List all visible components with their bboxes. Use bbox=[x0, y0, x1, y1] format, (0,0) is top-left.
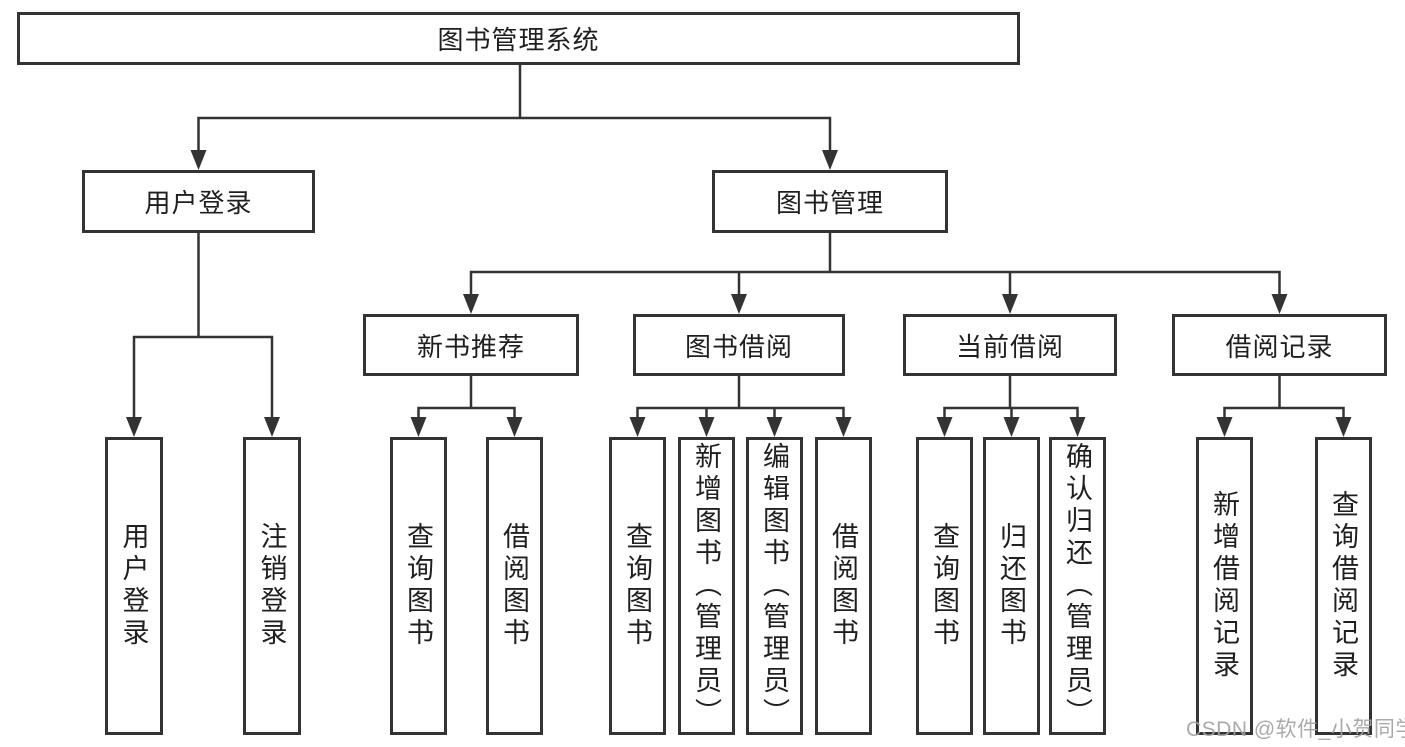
root-label: 图书管理系统 bbox=[437, 25, 600, 55]
leaf-cb-query-books: 查询图书 bbox=[916, 437, 973, 735]
leaf-label: 借阅图书 bbox=[499, 522, 529, 650]
leaf-nb-borrow-books: 借阅图书 bbox=[486, 437, 543, 735]
leaf-bb-query-books: 查询图书 bbox=[609, 437, 666, 735]
leaf-nb-query-books: 查询图书 bbox=[390, 437, 447, 735]
branch-label: 图书管理 bbox=[775, 188, 884, 218]
leaf-label: 查询图书 bbox=[929, 522, 959, 650]
leaf-cb-return-books: 归还图书 bbox=[983, 437, 1040, 735]
node-book-borrow: 图书借阅 bbox=[633, 314, 845, 376]
leaf-bb-edit-books-admin: 编辑图书（管理员） bbox=[746, 437, 803, 735]
leaf-label: 新增借阅记录 bbox=[1209, 490, 1239, 682]
leaf-label: 查询图书 bbox=[403, 522, 433, 650]
leaf-cb-confirm-return-admin: 确认归还（管理员） bbox=[1049, 437, 1106, 735]
leaf-label: 借阅图书 bbox=[828, 522, 858, 650]
leaf-label: 新增图书（管理员） bbox=[691, 442, 721, 730]
branch-label: 用户登录 bbox=[144, 188, 253, 218]
leaf-label: 查询借阅记录 bbox=[1328, 490, 1358, 682]
node-book-management: 图书管理 bbox=[712, 170, 948, 233]
leaf-label: 归还图书 bbox=[996, 522, 1026, 650]
leaf-bb-add-books-admin: 新增图书（管理员） bbox=[678, 437, 735, 735]
node-new-book-recommend: 新书推荐 bbox=[363, 314, 579, 376]
node-user-login: 用户登录 bbox=[82, 170, 315, 233]
node-root-library-system: 图书管理系统 bbox=[17, 12, 1020, 65]
leaf-bb-borrow-books: 借阅图书 bbox=[815, 437, 872, 735]
section-label: 当前借阅 bbox=[955, 331, 1064, 362]
node-current-borrow: 当前借阅 bbox=[903, 314, 1117, 376]
section-label: 新书推荐 bbox=[416, 331, 525, 362]
leaf-user-login: 用户登录 bbox=[105, 437, 163, 735]
leaf-label: 确认归还（管理员） bbox=[1062, 442, 1092, 730]
leaf-br-query-record: 查询借阅记录 bbox=[1315, 437, 1372, 735]
leaf-label: 查询图书 bbox=[622, 522, 652, 650]
section-label: 借阅记录 bbox=[1225, 331, 1334, 362]
section-label: 图书借阅 bbox=[684, 331, 793, 362]
leaf-label: 用户登录 bbox=[118, 522, 149, 650]
leaf-br-add-record: 新增借阅记录 bbox=[1196, 437, 1253, 735]
leaf-label: 编辑图书（管理员） bbox=[759, 442, 789, 730]
leaf-logout: 注销登录 bbox=[243, 437, 301, 735]
watermark-csdn: CSDN @软件_小贺同学 bbox=[1186, 718, 1405, 741]
leaf-label: 注销登录 bbox=[256, 522, 287, 650]
node-borrow-records: 借阅记录 bbox=[1172, 314, 1387, 376]
